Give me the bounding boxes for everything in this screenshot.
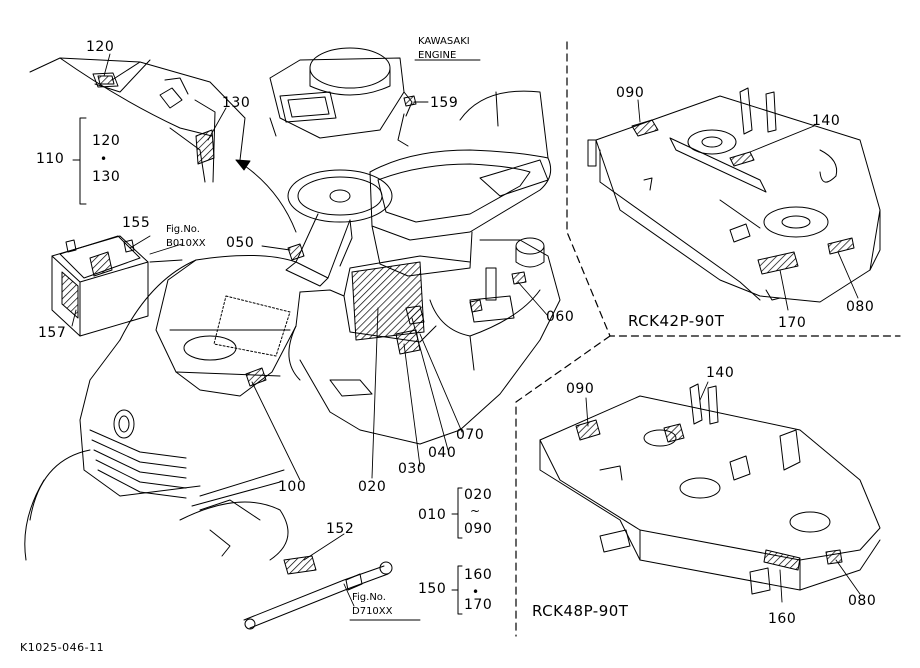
label-110: 110 bbox=[36, 151, 65, 167]
link-fig-line2: D710XX bbox=[352, 606, 393, 617]
decal-120 bbox=[97, 75, 115, 85]
label-090-deck48: 090 bbox=[566, 381, 595, 397]
battery-fig-line1: Fig.No. bbox=[166, 224, 200, 235]
dot-separator-150: • bbox=[472, 585, 480, 599]
label-140-deck48: 140 bbox=[706, 365, 735, 381]
hood bbox=[79, 254, 301, 497]
floor-decal-030 bbox=[395, 329, 421, 355]
label-090-deck42: 090 bbox=[616, 85, 645, 101]
decal-050 bbox=[287, 243, 305, 261]
label-152: 152 bbox=[326, 521, 355, 537]
deck-48 bbox=[539, 383, 881, 595]
section-dividers bbox=[515, 41, 901, 637]
bracket-110 bbox=[72, 117, 87, 205]
label-090-range: 090 bbox=[464, 521, 493, 537]
label-120-group: 120 bbox=[92, 133, 121, 149]
label-155: 155 bbox=[122, 215, 151, 231]
label-080-deck48: 080 bbox=[848, 593, 877, 609]
bracket-010 bbox=[451, 487, 463, 539]
deck-42 bbox=[587, 87, 881, 303]
tilde-separator: ~ bbox=[470, 504, 481, 518]
label-060: 060 bbox=[546, 309, 575, 325]
dot-separator-110: • bbox=[100, 152, 108, 166]
engine bbox=[269, 47, 413, 147]
label-159: 159 bbox=[430, 95, 459, 111]
label-140-deck42: 140 bbox=[812, 113, 841, 129]
label-160-group: 160 bbox=[464, 567, 493, 583]
battery bbox=[51, 235, 149, 337]
decal-130 bbox=[195, 129, 215, 165]
diagram-code: K1025-046-11 bbox=[20, 641, 105, 654]
label-040: 040 bbox=[428, 445, 457, 461]
engine-label-line2: ENGINE bbox=[418, 50, 457, 61]
model-rck42: RCK42P-90T bbox=[628, 312, 725, 330]
floor-decal-020 bbox=[351, 261, 425, 341]
label-120-top: 120 bbox=[86, 39, 115, 55]
label-157: 157 bbox=[38, 325, 67, 341]
label-070: 070 bbox=[456, 427, 485, 443]
steering bbox=[285, 169, 393, 287]
label-170-deck42: 170 bbox=[778, 315, 807, 331]
label-130-top: 130 bbox=[222, 95, 251, 111]
battery-fig-line2: B010XX bbox=[166, 238, 206, 249]
link-fig-line1: Fig.No. bbox=[352, 592, 386, 603]
bracket-150 bbox=[451, 565, 463, 615]
label-010: 010 bbox=[418, 507, 447, 523]
fuel-cap bbox=[469, 237, 545, 323]
hood-decal-100 bbox=[245, 367, 267, 387]
label-100: 100 bbox=[278, 479, 307, 495]
engine-decal-159 bbox=[403, 95, 417, 107]
grille bbox=[89, 429, 187, 499]
deck48-decals bbox=[575, 419, 843, 571]
floor-pan bbox=[288, 239, 561, 445]
label-150: 150 bbox=[418, 581, 447, 597]
front-wheel bbox=[24, 449, 289, 561]
label-130-group: 130 bbox=[92, 169, 121, 185]
label-080-deck42: 080 bbox=[846, 299, 875, 315]
leader-lines bbox=[71, 53, 861, 621]
label-020-range: 020 bbox=[464, 487, 493, 503]
floor-decal-040 bbox=[405, 305, 425, 325]
label-160-deck48: 160 bbox=[768, 611, 797, 627]
label-050: 050 bbox=[226, 235, 255, 251]
deck42-decals bbox=[631, 119, 855, 275]
arrow-to-fender bbox=[235, 159, 297, 233]
label-020-floor: 020 bbox=[358, 479, 387, 495]
engine-label-line1: KAWASAKI bbox=[418, 36, 470, 47]
model-rck48: RCK48P-90T bbox=[532, 602, 629, 620]
label-170-group: 170 bbox=[464, 597, 493, 613]
lift-link bbox=[243, 555, 393, 630]
seat bbox=[369, 90, 552, 277]
label-030: 030 bbox=[398, 461, 427, 477]
fender-top bbox=[29, 57, 246, 183]
